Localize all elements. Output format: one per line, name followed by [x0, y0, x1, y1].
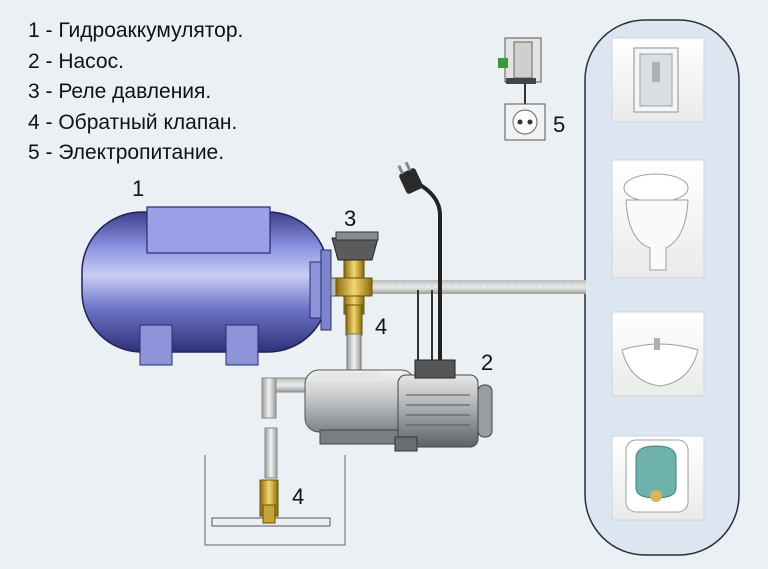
callout-check-valve-lower: 4 — [292, 484, 305, 509]
breaker-icon — [498, 37, 542, 84]
legend-item-pressure-relay: 3 - Реле давления. — [28, 80, 212, 103]
callout-pressure-relay: 3 — [344, 206, 357, 231]
legend-item-pump: 2 - Насос. — [28, 49, 124, 73]
callout-pump: 2 — [481, 350, 494, 375]
legend: 1 - Гидроаккумулятор. 2 - Насос. 3 - Рел… — [28, 16, 243, 169]
water-heater-icon — [611, 435, 705, 521]
water-source — [204, 455, 346, 546]
suction-pipe — [261, 377, 311, 479]
power-plug-icon — [397, 161, 423, 194]
sink-icon — [611, 311, 705, 397]
callout-accumulator: 1 — [132, 176, 145, 201]
accumulator-tank — [81, 206, 352, 366]
callout-power: 5 — [553, 112, 566, 137]
toilet-icon — [611, 159, 705, 279]
power-socket-icon — [504, 103, 546, 141]
legend-item-check-valve: 4 - Обратный клапан. — [28, 110, 238, 134]
pressure-relay-icon — [331, 231, 379, 261]
callout-check-valve-upper: 4 — [375, 314, 388, 339]
legend-item-accumulator: 1 - Гидроаккумулятор. — [28, 19, 244, 42]
shower-cabin-icon — [611, 37, 705, 123]
pump-icon — [304, 359, 493, 452]
brass-fitting — [335, 257, 373, 336]
legend-item-power: 5 - Электропитание. — [28, 141, 225, 164]
